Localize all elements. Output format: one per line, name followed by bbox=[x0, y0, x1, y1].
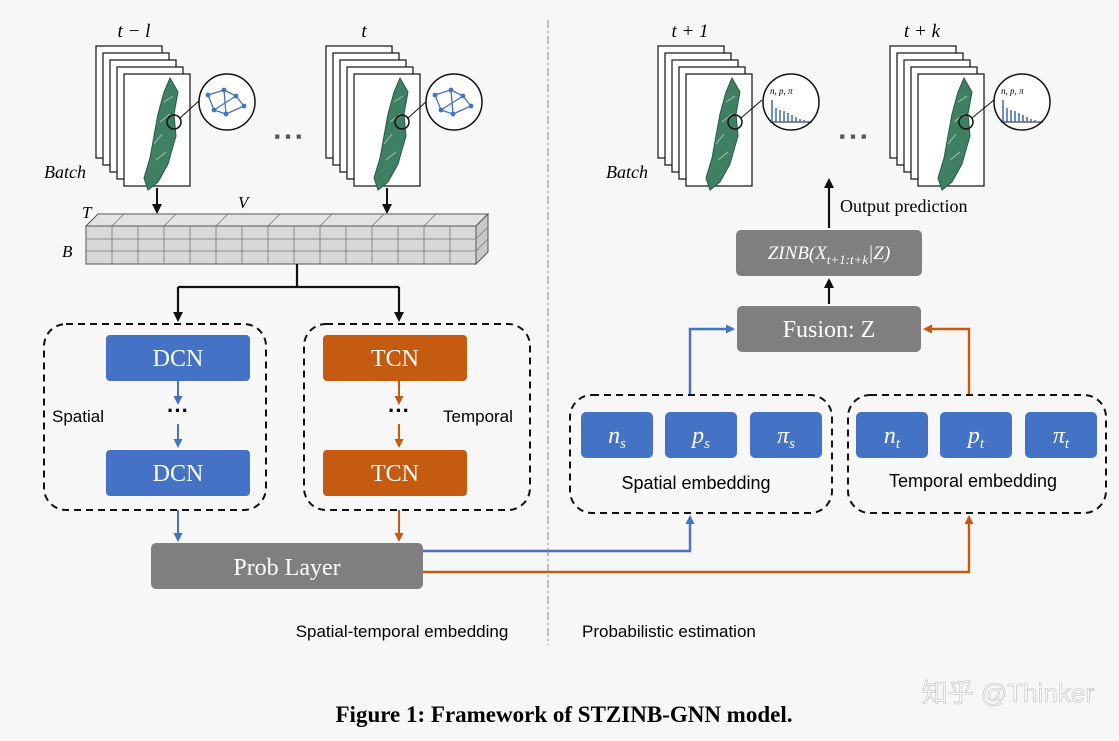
zinb-formula: ZINB(Xt+1:t+k|Z) bbox=[768, 243, 891, 267]
spatial-embedding-container bbox=[569, 394, 833, 514]
arrow-temporal-embedding-to-fusion bbox=[923, 324, 971, 394]
section-label-right: Probabilistic estimation bbox=[582, 622, 756, 641]
param-pi-t: πt bbox=[1053, 423, 1070, 452]
temporal-embedding-container bbox=[847, 394, 1107, 514]
spatial-embedding-label: Spatial embedding bbox=[621, 473, 770, 493]
zinb-main: ZINB(X bbox=[768, 243, 829, 264]
zinb-subscript: t+1:t+k bbox=[827, 252, 869, 267]
tcn-label-top: TCN bbox=[371, 346, 419, 372]
batch-label-right: Batch bbox=[606, 162, 648, 182]
time-label-right-start: t + 1 bbox=[671, 21, 708, 42]
time-label-right-end: t + k bbox=[904, 21, 941, 42]
distribution-inset-right-2: n, p, π bbox=[993, 73, 1051, 131]
fusion-block bbox=[737, 306, 921, 352]
spatial-embedding-params: ns ps πs bbox=[581, 412, 822, 458]
batch-label-left: Batch bbox=[44, 162, 86, 182]
dcn-block-bottom bbox=[106, 450, 250, 496]
prob-layer-label: Prob Layer bbox=[233, 555, 340, 581]
param-pi-s: πs bbox=[777, 423, 795, 452]
param-box-p-t bbox=[940, 412, 1012, 458]
inset-label-right-1: n, p, π bbox=[770, 86, 793, 96]
tcn-block-top bbox=[323, 335, 467, 381]
param-n-t: nt bbox=[884, 423, 901, 452]
temporal-module-container bbox=[303, 323, 531, 511]
distribution-inset-right-1: n, p, π bbox=[762, 73, 820, 131]
inset-label-right-2: n, p, π bbox=[1001, 86, 1024, 96]
temporal-embedding-params: nt pt πt bbox=[856, 412, 1097, 458]
dcn-block-top bbox=[106, 335, 250, 381]
arrow-prob-to-spatial-embedding bbox=[423, 515, 695, 553]
map-stack-right-2 bbox=[889, 45, 995, 191]
param-box-pi-t bbox=[1025, 412, 1097, 458]
graph-inset-left-1 bbox=[198, 73, 256, 131]
map-stack-right-1 bbox=[657, 45, 763, 191]
temporal-embedding-label: Temporal embedding bbox=[889, 471, 1057, 491]
spatial-module-container bbox=[43, 323, 267, 511]
zinb-tail: |Z) bbox=[868, 243, 890, 264]
param-p-t: pt bbox=[966, 423, 985, 452]
param-n-s: ns bbox=[608, 423, 626, 452]
tensor-label-T: T bbox=[82, 203, 93, 222]
dcn-vdots: ··· bbox=[167, 398, 189, 423]
tcn-vdots: ··· bbox=[388, 398, 410, 423]
arrow-prob-to-temporal-embedding bbox=[423, 515, 974, 574]
map-stack-left-1 bbox=[95, 45, 201, 191]
param-box-n-t bbox=[856, 412, 928, 458]
tensor-label-V: V bbox=[238, 193, 251, 212]
param-p-s: ps bbox=[690, 423, 710, 452]
arrow-spatial-embedding-to-fusion bbox=[688, 324, 735, 394]
tcn-block-bottom bbox=[323, 450, 467, 496]
zinb-block bbox=[736, 230, 922, 276]
param-box-pi-s bbox=[750, 412, 822, 458]
ellipsis-dots-left: ▪ ▪ ▪ bbox=[274, 127, 302, 146]
graph-inset-left-2 bbox=[425, 73, 483, 131]
output-prediction-label: Output prediction bbox=[840, 196, 967, 216]
figure-caption: Figure 1: Framework of STZINB-GNN model. bbox=[336, 702, 793, 727]
dcn-label-bottom: DCN bbox=[153, 461, 204, 487]
param-box-n-s bbox=[581, 412, 653, 458]
split-connector bbox=[173, 264, 404, 322]
dcn-label-top: DCN bbox=[153, 346, 204, 372]
tensor-label-B: B bbox=[62, 242, 73, 261]
param-box-p-s bbox=[665, 412, 737, 458]
section-label-left: Spatial-temporal embedding bbox=[296, 622, 509, 641]
time-label-start: t − l bbox=[118, 21, 151, 42]
time-label-end: t bbox=[361, 21, 367, 42]
input-tensor bbox=[84, 212, 490, 266]
fusion-label: Fusion: Z bbox=[783, 317, 876, 343]
ellipsis-dots-right: ▪ ▪ ▪ bbox=[839, 127, 867, 146]
temporal-label: Temporal bbox=[443, 407, 513, 426]
prob-layer-block bbox=[151, 543, 423, 589]
spatial-label: Spatial bbox=[52, 407, 104, 426]
watermark: 知乎 @Thinker bbox=[922, 678, 1095, 708]
map-stack-left-2 bbox=[325, 45, 429, 191]
tcn-label-bottom: TCN bbox=[371, 461, 419, 487]
